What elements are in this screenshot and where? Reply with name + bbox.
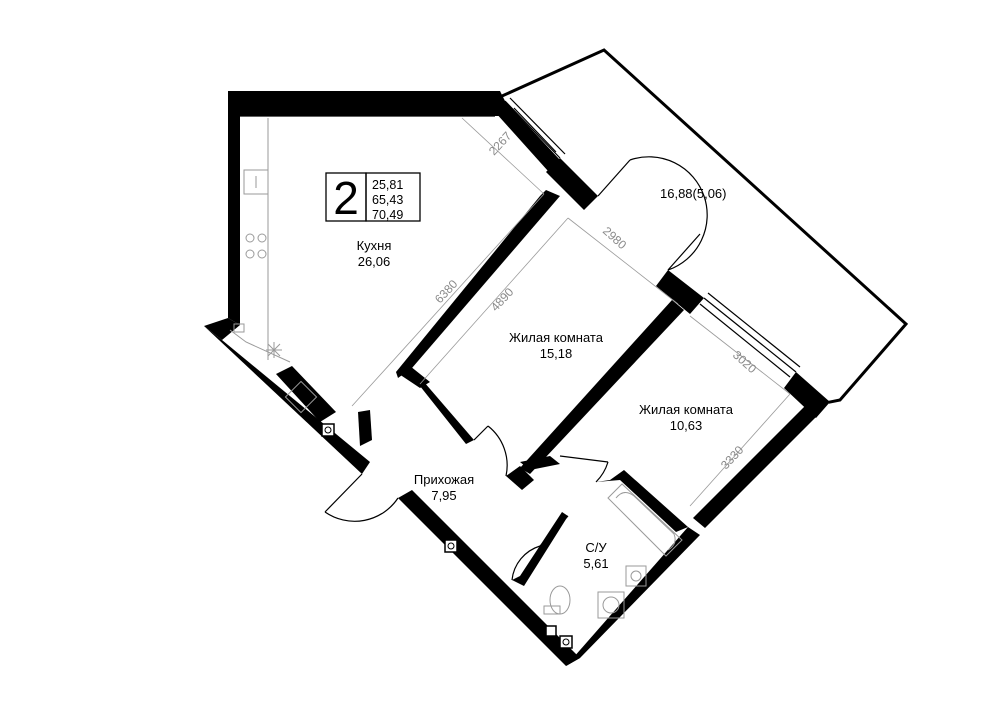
dimension-lines <box>351 117 791 507</box>
dimension-2267: 2267 <box>486 129 515 158</box>
vent-markers <box>321 423 573 649</box>
living2-name: Жилая комната <box>639 402 734 417</box>
bathroom-fixtures <box>543 483 683 619</box>
badge-area-living: 25,81 <box>372 178 403 192</box>
balcony-area: 16,88(5,06) <box>660 186 727 201</box>
doors <box>324 156 708 581</box>
badge-area-total: 65,43 <box>372 193 403 207</box>
dimension-2980: 2980 <box>600 224 629 252</box>
bath-name: С/У <box>585 540 607 555</box>
window-piers <box>546 158 830 418</box>
interior-walls <box>276 190 688 586</box>
badge-rooms-count: 2 <box>333 172 359 224</box>
apartment-badge: 2 25,81 65,43 70,49 <box>325 172 421 224</box>
living1-area: 15,18 <box>540 346 573 361</box>
balcony <box>500 48 909 404</box>
dimension-3020: 3020 <box>730 348 759 376</box>
kitchen-name: Кухня <box>357 238 392 253</box>
living1-name: Жилая комната <box>509 330 604 345</box>
outer-walls <box>204 91 820 666</box>
kitchen-area: 26,06 <box>358 254 391 269</box>
windows <box>504 97 801 378</box>
dimension-4890: 4890 <box>488 285 517 314</box>
kitchen-fixtures <box>229 118 318 414</box>
hall-name: Прихожая <box>414 472 474 487</box>
hall-area: 7,95 <box>431 488 456 503</box>
bath-area: 5,61 <box>583 556 608 571</box>
living2-area: 10,63 <box>670 418 703 433</box>
badge-area-with-balcony: 70,49 <box>372 208 403 222</box>
